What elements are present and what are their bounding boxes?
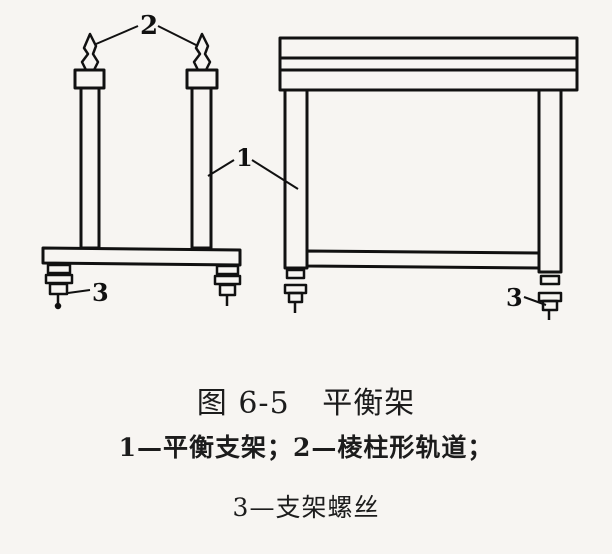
leg-right — [537, 88, 563, 274]
front-view-frame — [278, 36, 579, 320]
balance-frame-diagram: 2 1 3 3 — [41, 11, 579, 320]
post-cap-right — [185, 68, 219, 90]
post-right — [190, 86, 213, 250]
prism-rail-tip-right — [192, 32, 212, 72]
foot-screw-front-left — [283, 268, 308, 313]
top-beam — [278, 36, 579, 92]
callout-label-1: 1 — [236, 143, 253, 172]
foot-screw-left — [44, 263, 74, 310]
callout-label-3-right: 3 — [506, 283, 523, 312]
callout-label-2: 2 — [140, 11, 158, 41]
callout-label-3-left: 3 — [92, 278, 109, 307]
figure-legend-line-1: 1—平衡支架；2—棱柱形轨道； — [118, 433, 494, 462]
foot-screw-front-right — [537, 274, 563, 320]
figure-title: 图 6-5 平衡架 — [0, 378, 612, 422]
figure-number-prefix: 图 — [196, 386, 228, 421]
base-plate — [41, 246, 242, 267]
prism-rail-tip-left — [80, 32, 100, 72]
foot-screw-right — [213, 264, 242, 306]
figure-number: 6-5 — [238, 386, 290, 421]
lower-crossbar — [305, 249, 541, 270]
callout-leaders — [67, 25, 547, 306]
figure-title-text: 平衡架 — [322, 386, 416, 421]
figure-legend-line-2: 3—支架螺丝 — [232, 493, 380, 522]
leg-left — [283, 88, 309, 270]
side-view-frame — [41, 32, 242, 310]
post-cap-left — [73, 68, 106, 90]
post-left — [79, 86, 101, 250]
